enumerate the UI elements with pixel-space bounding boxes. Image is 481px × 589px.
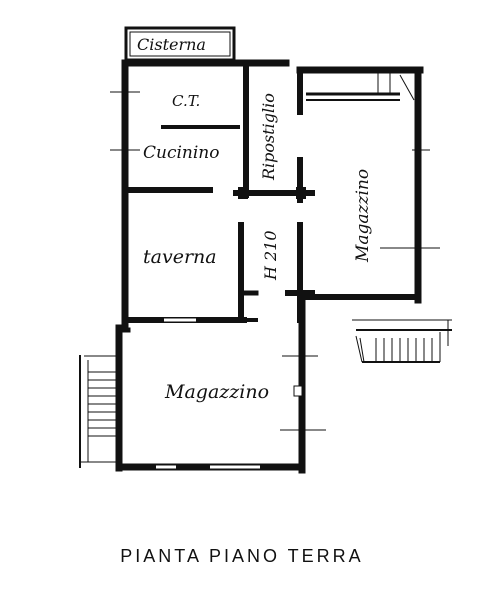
label-magazzino-bottom: Magazzino [164,381,269,403]
plan-title: PIANTA PIANO TERRA [120,546,363,566]
stair-external-right [352,319,452,363]
label-ct: C.T. [172,92,200,110]
label-cisterna: Cisterna [137,35,206,54]
stair-top-right [306,72,415,101]
label-magazzino-right: Magazzino [353,169,373,263]
label-cucinino: Cucinino [143,143,219,163]
label-taverna: taverna [143,246,217,268]
label-ripostiglio: Ripostiglio [259,93,278,181]
interior-walls [122,60,315,323]
label-corridor-height: H 210 [261,230,280,281]
door-jambs [238,187,306,199]
windows [110,91,440,471]
stair-external-left [79,355,116,468]
